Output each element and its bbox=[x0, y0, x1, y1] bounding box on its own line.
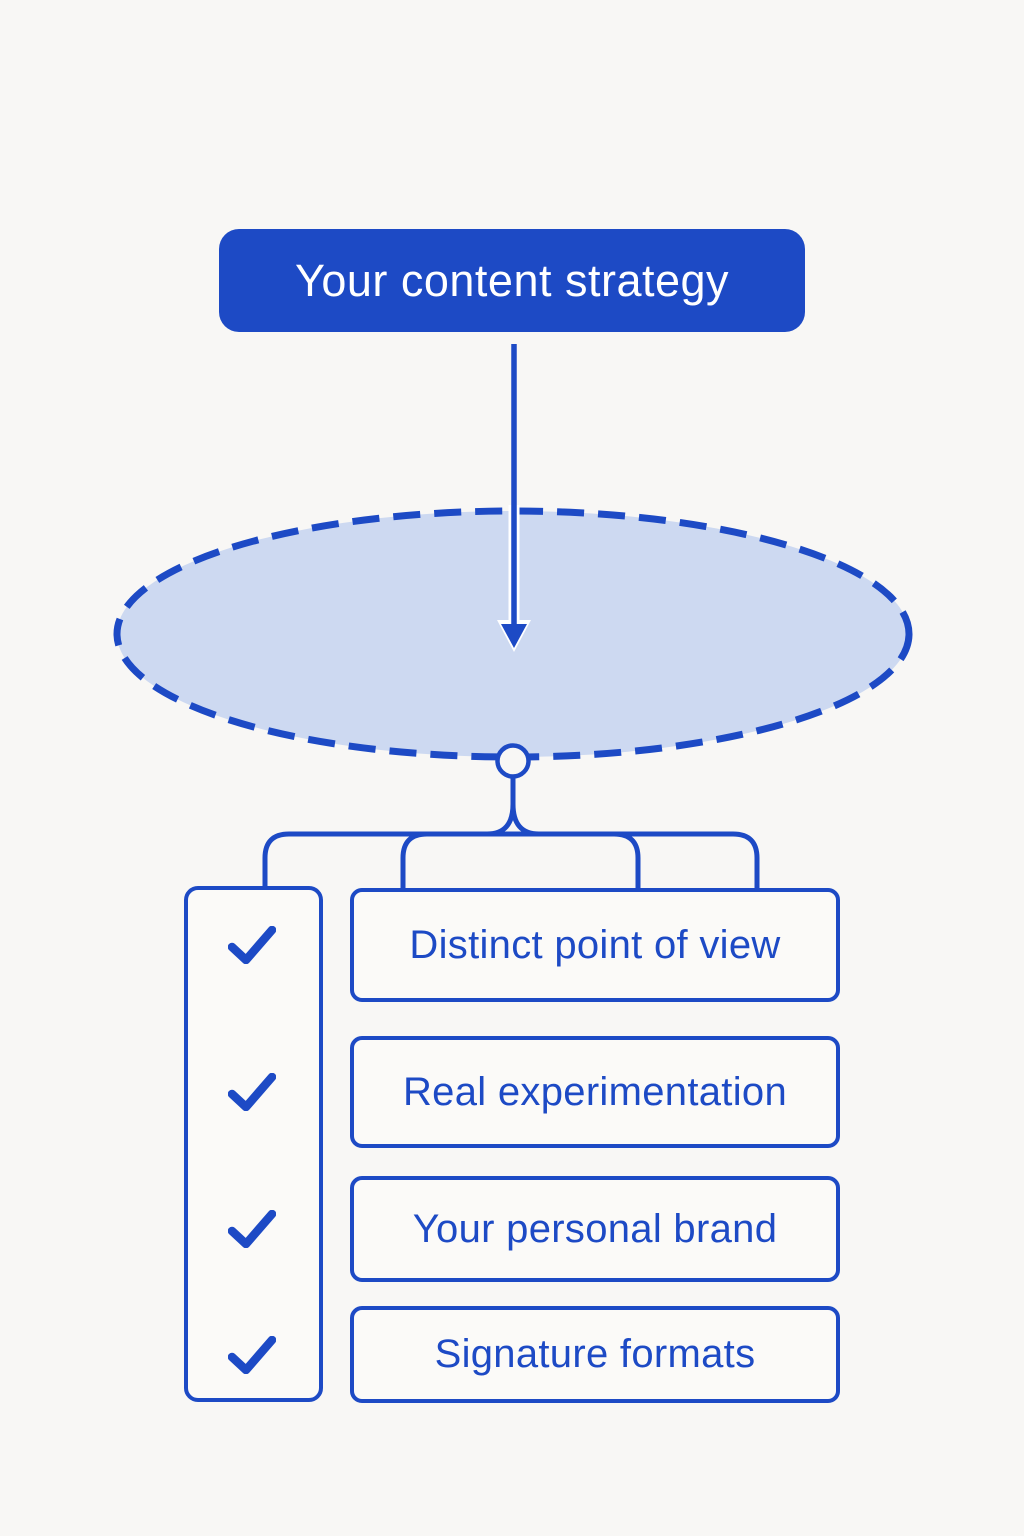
checkmark-icon bbox=[228, 1210, 276, 1248]
branch-connector-inner bbox=[400, 831, 641, 888]
root-node-label: Your content strategy bbox=[294, 254, 730, 306]
arrow-down-icon bbox=[501, 624, 527, 648]
branch-box-real-experimentation: Real experimentation bbox=[350, 1036, 840, 1148]
checkmark-icon bbox=[228, 926, 276, 964]
branch-box-signature-formats: Signature formats bbox=[350, 1306, 840, 1403]
branch-connector-outer bbox=[262, 831, 760, 888]
checkmark-icon bbox=[228, 1336, 276, 1374]
branch-label: Signature formats bbox=[434, 1332, 756, 1376]
root-node-box: Your content strategy bbox=[219, 229, 805, 332]
branch-box-your-personal-brand: Your personal brand bbox=[350, 1176, 840, 1282]
checklist-column bbox=[184, 886, 323, 1402]
branch-box-distinct-point-of-view: Distinct point of view bbox=[350, 888, 840, 1002]
checkmark-icon bbox=[228, 1073, 276, 1111]
branch-label: Your personal brand bbox=[412, 1206, 778, 1251]
branch-label: Real experimentation bbox=[403, 1069, 787, 1114]
junction-node bbox=[495, 743, 531, 779]
stem-connector bbox=[486, 777, 540, 837]
branch-label: Distinct point of view bbox=[409, 922, 781, 967]
